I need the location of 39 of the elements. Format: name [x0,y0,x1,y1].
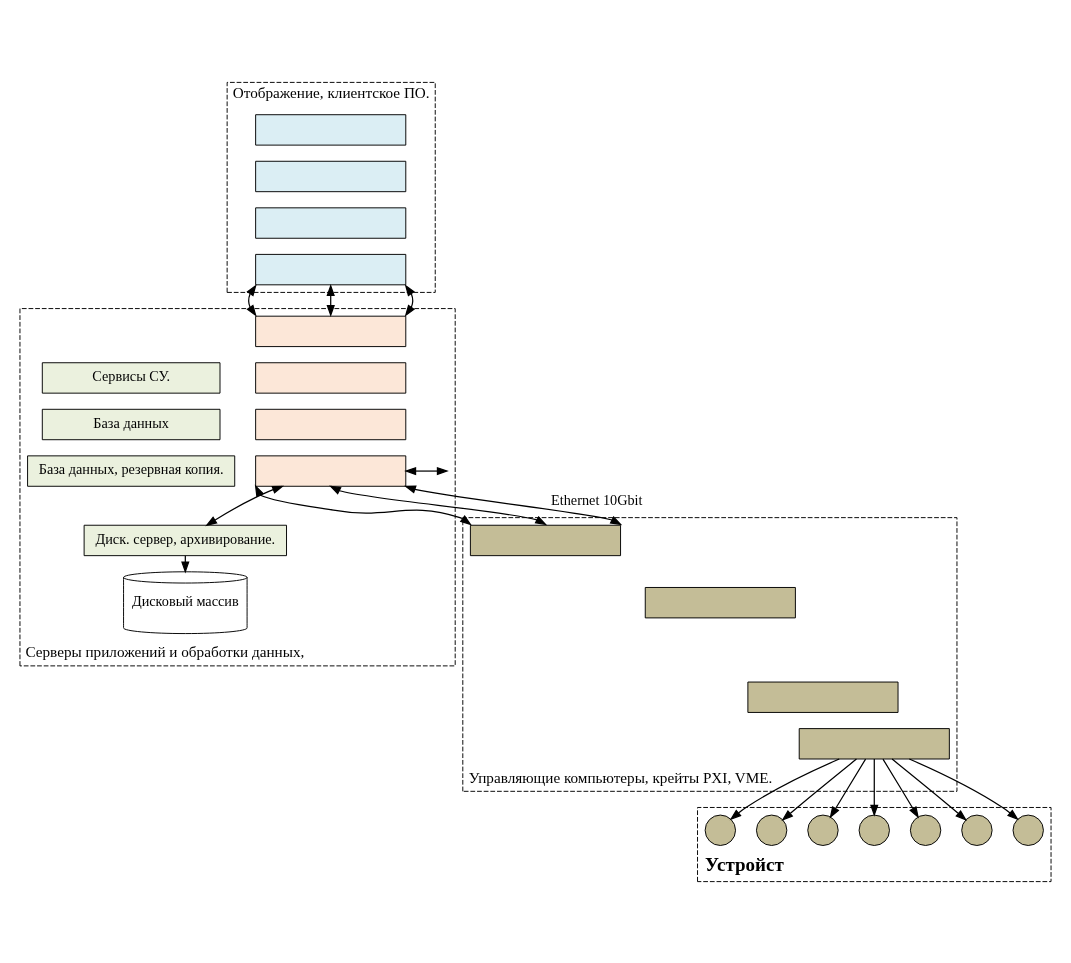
node-box [255,253,407,285]
node-circle [1012,814,1044,846]
arrow [404,283,416,317]
node-box [255,160,407,192]
node-box [469,524,622,556]
node-circle [704,814,736,846]
arrow [781,757,858,821]
node-box: База данных [41,408,221,440]
cluster: Отображение, клиентское ПО. [226,81,436,293]
arrow [729,757,840,820]
arrow [870,758,879,817]
arrow [404,485,623,525]
arrow [404,466,449,475]
node-box [255,113,407,146]
node-box [255,408,407,440]
node-circle [858,814,890,846]
arrow [882,758,919,818]
node-box: База данных, резервная копия. [27,454,236,487]
node-box [644,586,796,618]
node-circle [755,814,788,846]
arrow [329,484,548,525]
node-box [255,361,407,394]
arrow [246,283,257,317]
node-box [747,681,899,713]
node-box [798,727,950,759]
arrow [254,484,472,525]
node-circle [961,814,993,846]
edge-label: Ethernet 10Gbit [551,491,643,508]
arrow [891,757,968,821]
node-box [255,206,407,239]
arrow [205,485,285,526]
node-box: Диск. сервер, архивирование. [83,524,287,556]
node-box [255,454,407,487]
arrow [829,758,867,818]
node-box [255,315,407,347]
node-circle [807,814,839,846]
node-circle [909,814,942,846]
node-box: Сервисы СУ. [41,361,221,394]
arrow [908,757,1019,820]
